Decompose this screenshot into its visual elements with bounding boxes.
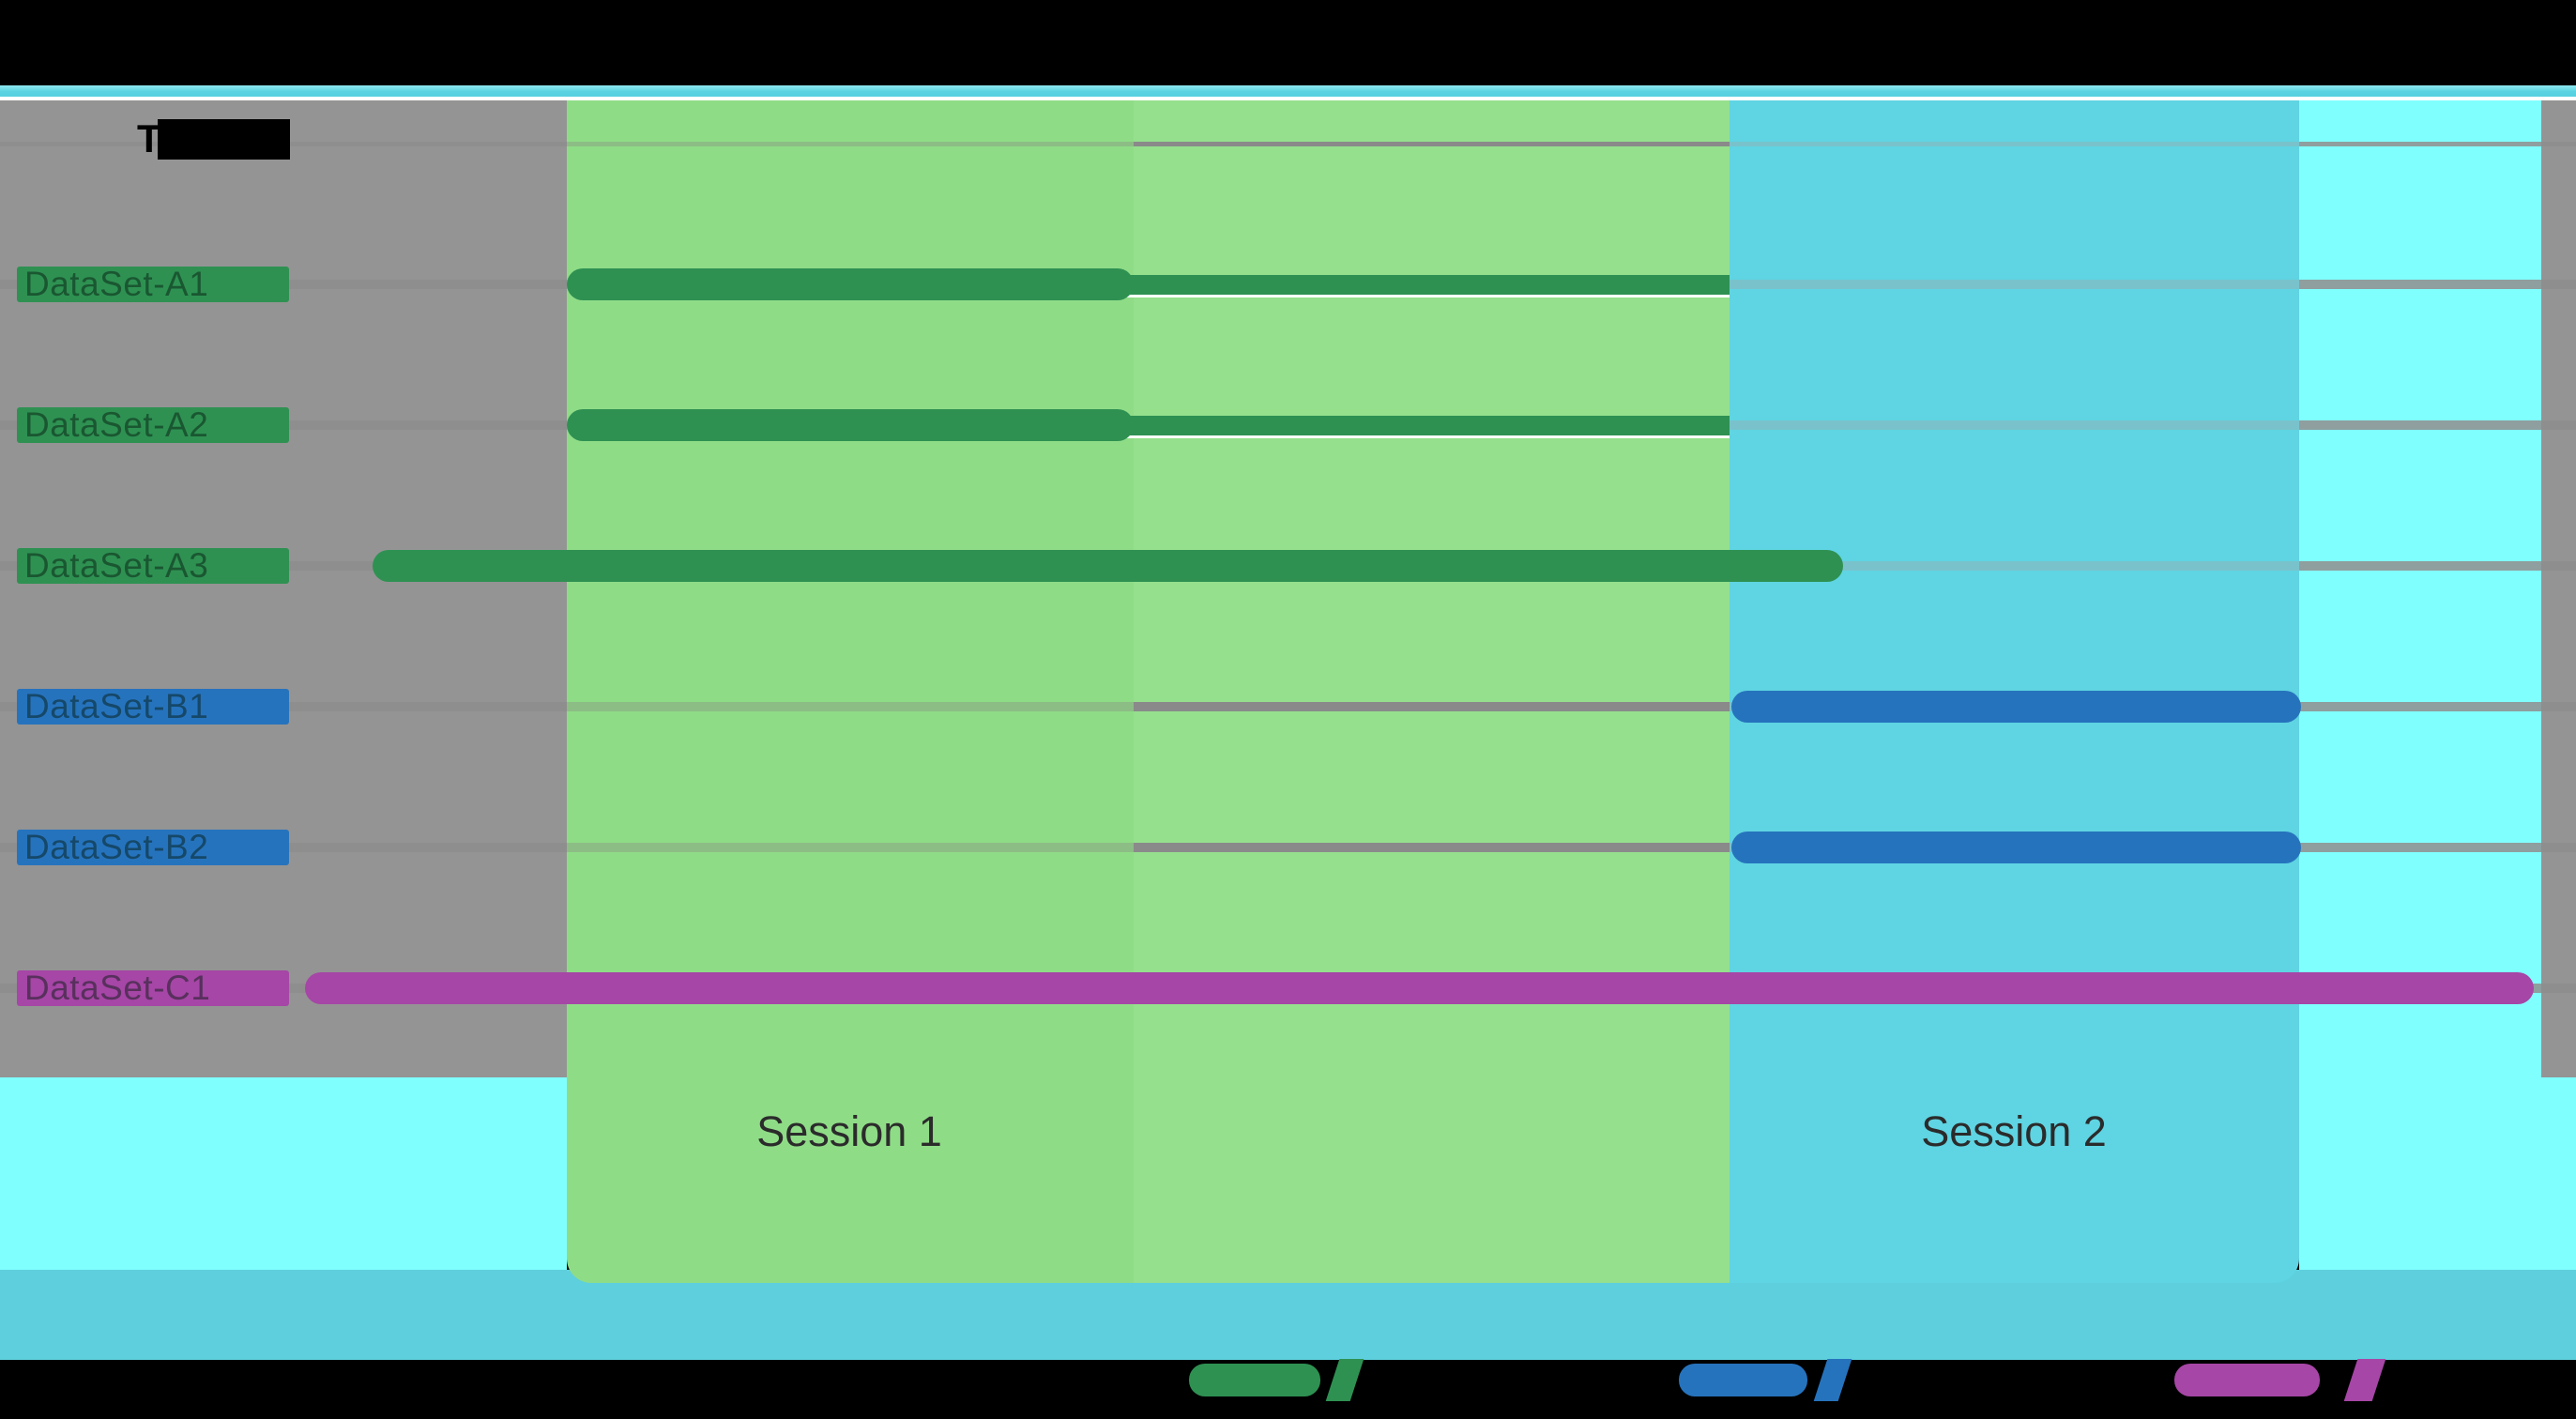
row-gridline-segment bbox=[1134, 141, 1730, 146]
legend-slash-dataset-a bbox=[1325, 1359, 1364, 1401]
row-gridline-segment bbox=[1730, 141, 2299, 146]
row-gridline-segment bbox=[1134, 702, 1730, 711]
row-gridline-segment bbox=[2541, 280, 2576, 289]
axis-header-cell: T bbox=[137, 116, 325, 161]
row-gridline-segment bbox=[2299, 843, 2541, 852]
row-gridline-segment bbox=[1730, 420, 2299, 430]
axis-header-text: T bbox=[137, 116, 161, 160]
row-gridline-segment bbox=[1134, 843, 1730, 852]
row-gridline-segment bbox=[2299, 420, 2541, 430]
left-plot-background-strip bbox=[0, 1077, 567, 1270]
row-label-dataset-a3[interactable]: DataSet-A3 bbox=[17, 548, 289, 584]
session-1-label: Session 1 bbox=[756, 1107, 942, 1155]
row-gridline-segment bbox=[2299, 561, 2541, 571]
row-gridline-segment bbox=[2541, 843, 2576, 852]
right-plot-background-strip bbox=[2541, 1077, 2576, 1270]
row-gridline-segment bbox=[2541, 561, 2576, 571]
gantt-bar-a2[interactable] bbox=[567, 409, 1134, 441]
row-gridline-segment bbox=[2541, 984, 2576, 993]
bar-extension-line-a2 bbox=[1079, 416, 1730, 438]
row-gridline-segment bbox=[567, 141, 1134, 146]
gantt-bar-b1[interactable] bbox=[1731, 691, 2301, 723]
gantt-bar-c1[interactable] bbox=[305, 972, 2534, 1004]
top-black-bar bbox=[0, 0, 2576, 85]
left-margin-panel bbox=[0, 100, 567, 1077]
legend-swatch-dataset-a[interactable] bbox=[1189, 1364, 1320, 1396]
gantt-bar-a3[interactable] bbox=[373, 550, 1843, 582]
legend-slash-dataset-c bbox=[2343, 1359, 2386, 1401]
row-gridline-segment bbox=[2299, 702, 2541, 711]
gantt-bar-b2[interactable] bbox=[1731, 832, 2301, 863]
bright-cyan-band bbox=[2299, 100, 2541, 1270]
row-label-dataset-b2[interactable]: DataSet-B2 bbox=[17, 830, 289, 865]
top-white-line bbox=[0, 97, 2576, 100]
session-2-label: Session 2 bbox=[1921, 1107, 2107, 1155]
session1-band-right bbox=[1134, 100, 1730, 1283]
row-gridline-segment bbox=[2299, 280, 2541, 289]
gantt-bar-a1[interactable] bbox=[567, 268, 1134, 300]
row-gridline-segment bbox=[567, 843, 1134, 852]
row-gridline-segment bbox=[2299, 141, 2541, 146]
row-label-dataset-c1[interactable]: DataSet-C1 bbox=[17, 970, 289, 1006]
row-gridline-segment bbox=[2541, 141, 2576, 146]
legend-swatch-dataset-b[interactable] bbox=[1679, 1364, 1807, 1396]
bar-extension-line-a1 bbox=[1079, 275, 1730, 298]
row-gridline-segment bbox=[1730, 561, 2299, 571]
legend-slash-dataset-b bbox=[1813, 1359, 1852, 1401]
row-label-dataset-b1[interactable]: DataSet-B1 bbox=[17, 689, 289, 725]
row-gridline-segment bbox=[2541, 702, 2576, 711]
redaction-box bbox=[158, 119, 290, 160]
bottom-cyan-band bbox=[0, 1270, 2576, 1360]
row-label-dataset-a2[interactable]: DataSet-A2 bbox=[17, 407, 289, 443]
row-gridline-segment bbox=[2541, 420, 2576, 430]
row-gridline-segment bbox=[1730, 280, 2299, 289]
legend-swatch-dataset-c[interactable] bbox=[2174, 1364, 2320, 1396]
top-cyan-strip bbox=[0, 85, 2576, 97]
row-gridline-segment bbox=[567, 702, 1134, 711]
right-margin-panel bbox=[2541, 100, 2576, 1077]
row-label-dataset-a1[interactable]: DataSet-A1 bbox=[17, 267, 289, 302]
